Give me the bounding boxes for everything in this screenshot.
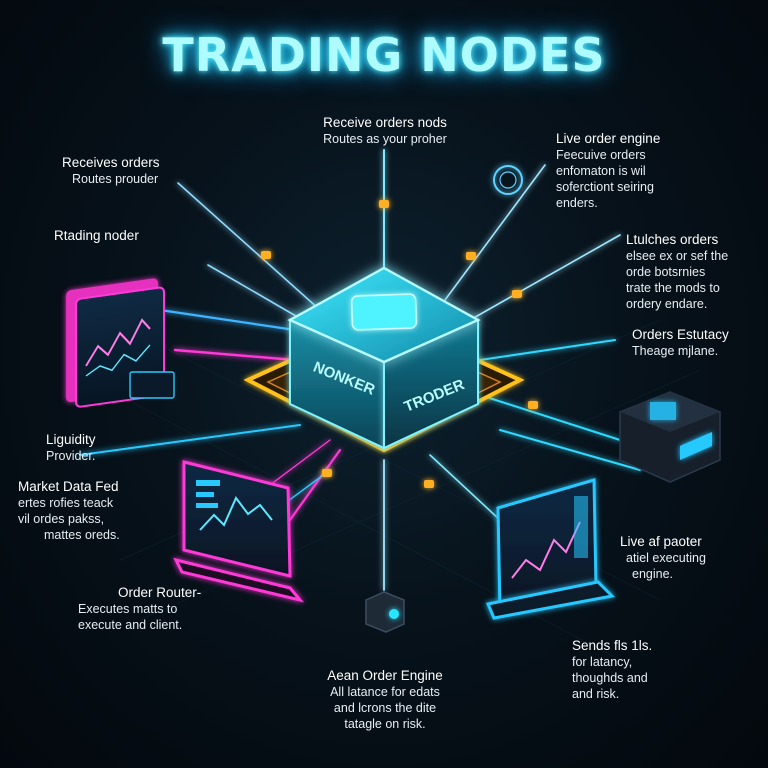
coin-icon [493,165,523,195]
label-right-3: Live af paoter atiel executing engine. [620,534,706,581]
label-right-2: Orders Estutacy Theage mjlane. [632,327,729,358]
link-right-server [479,394,621,441]
label-top-left: Receives orders Routes prouder [62,155,160,186]
page-title: TRADING NODES [162,28,606,82]
signal-dot [512,290,522,298]
label-right-1: Ltulches orders elsee ex or sef the orde… [626,232,729,311]
link-right-bottom [499,429,641,471]
connection-lines [79,149,641,591]
label-liquidity: Liguidity Provider. [46,432,96,463]
left-trading-device [66,278,175,408]
order-router-device [173,460,305,603]
link-right-1 [469,234,621,321]
label-top-right: Live order engine Feecuive orders enfoma… [556,131,661,210]
signal-dot [528,401,538,409]
link-right-2 [479,339,616,361]
order-engine-device [365,591,405,633]
signal-dot [261,251,271,259]
link-top-right [444,164,546,301]
label-bottom: Aean Order Engine All latance for edats … [327,668,443,731]
signal-nodes [261,200,538,488]
label-market-feed: Market Data Fed ertes rofies teack vil o… [18,479,120,542]
hub: NONKER TRODER [243,266,525,453]
hub-chip [350,293,418,331]
link-bottom-left-cyan [79,424,301,456]
link-market [173,348,297,362]
link-top-left [177,182,321,311]
label-right-4: Sends fls 1ls. for latancy, thoughds and… [572,638,653,701]
signal-dot [322,469,332,477]
right-server-device [619,391,721,483]
live-engine-device [485,478,616,620]
link-liquidity [158,308,297,332]
signal-dot [379,200,389,208]
link-right-3 [429,454,501,521]
signal-dot [466,252,476,260]
signal-dot [424,480,434,488]
link-router [288,448,342,522]
label-top-center: Receive orders nods Routes as your prohe… [323,115,447,146]
label-left-node: Rtading noder [54,228,139,243]
label-order-router: Order Router- Executes matts to execute … [78,585,202,632]
